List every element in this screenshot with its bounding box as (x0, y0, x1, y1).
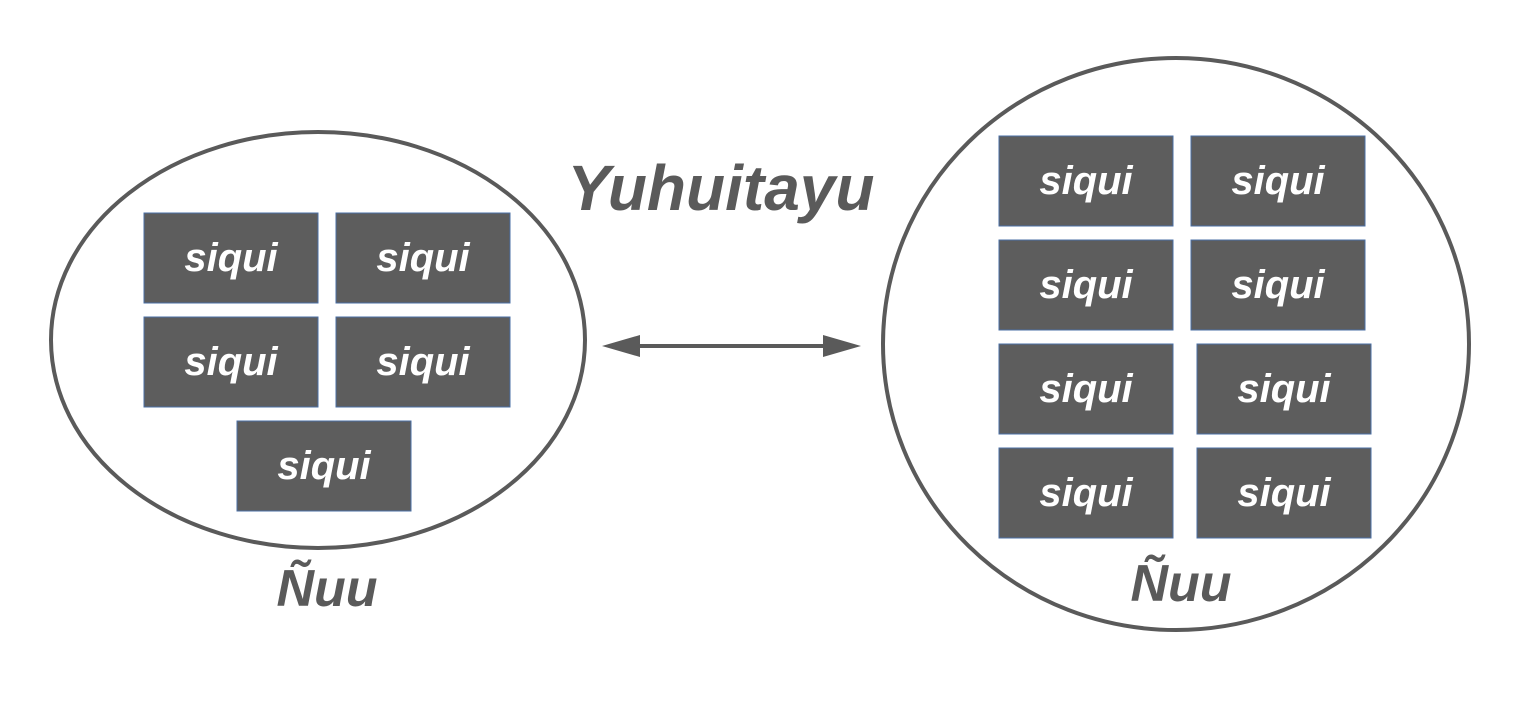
item-box (1196, 447, 1372, 539)
item-label: siqui (1039, 159, 1133, 203)
item-label: siqui (1039, 263, 1133, 307)
item-box (998, 447, 1174, 539)
item-box (998, 343, 1174, 435)
group-left-outline (49, 130, 587, 550)
group-right-outline (881, 56, 1471, 632)
group-left: siqui siqui siqui siqui siqui Ñuu (49, 130, 587, 618)
item-box (1196, 343, 1372, 435)
group-left-label: Ñuu (276, 559, 377, 618)
item-label: siqui (184, 340, 278, 384)
item-label: siqui (1237, 471, 1331, 515)
double-headed-arrow-icon (602, 335, 861, 357)
relation-label: Yuhuitayu (568, 152, 875, 224)
group-left-item-2: siqui (335, 212, 511, 304)
item-box (1190, 239, 1366, 331)
item-label: siqui (1231, 159, 1325, 203)
group-right-item-7: siqui (998, 447, 1174, 539)
item-box (335, 212, 511, 304)
item-label: siqui (277, 444, 371, 488)
item-label: siqui (184, 236, 278, 280)
item-label: siqui (376, 340, 470, 384)
item-label: siqui (1231, 263, 1325, 307)
item-box (236, 420, 412, 512)
item-box (998, 239, 1174, 331)
item-label: siqui (1237, 367, 1331, 411)
group-right-item-6: siqui (1196, 343, 1372, 435)
item-box (143, 212, 319, 304)
group-left-item-4: siqui (335, 316, 511, 408)
group-right: siqui siqui siqui siqui siqui siqui siqu… (881, 56, 1471, 632)
group-right-label: Ñuu (1130, 554, 1231, 613)
group-right-item-5: siqui (998, 343, 1174, 435)
item-box (1190, 135, 1366, 227)
arrow-head-left (602, 335, 640, 357)
item-box (998, 135, 1174, 227)
group-right-item-8: siqui (1196, 447, 1372, 539)
item-label: siqui (1039, 367, 1133, 411)
group-right-item-4: siqui (1190, 239, 1366, 331)
group-left-item-5: siqui (236, 420, 412, 512)
item-box (335, 316, 511, 408)
group-right-item-3: siqui (998, 239, 1174, 331)
item-box (143, 316, 319, 408)
group-left-item-1: siqui (143, 212, 319, 304)
group-right-item-1: siqui (998, 135, 1174, 227)
item-label: siqui (376, 236, 470, 280)
group-left-item-3: siqui (143, 316, 319, 408)
item-label: siqui (1039, 471, 1133, 515)
arrow-head-right (823, 335, 861, 357)
group-right-item-2: siqui (1190, 135, 1366, 227)
